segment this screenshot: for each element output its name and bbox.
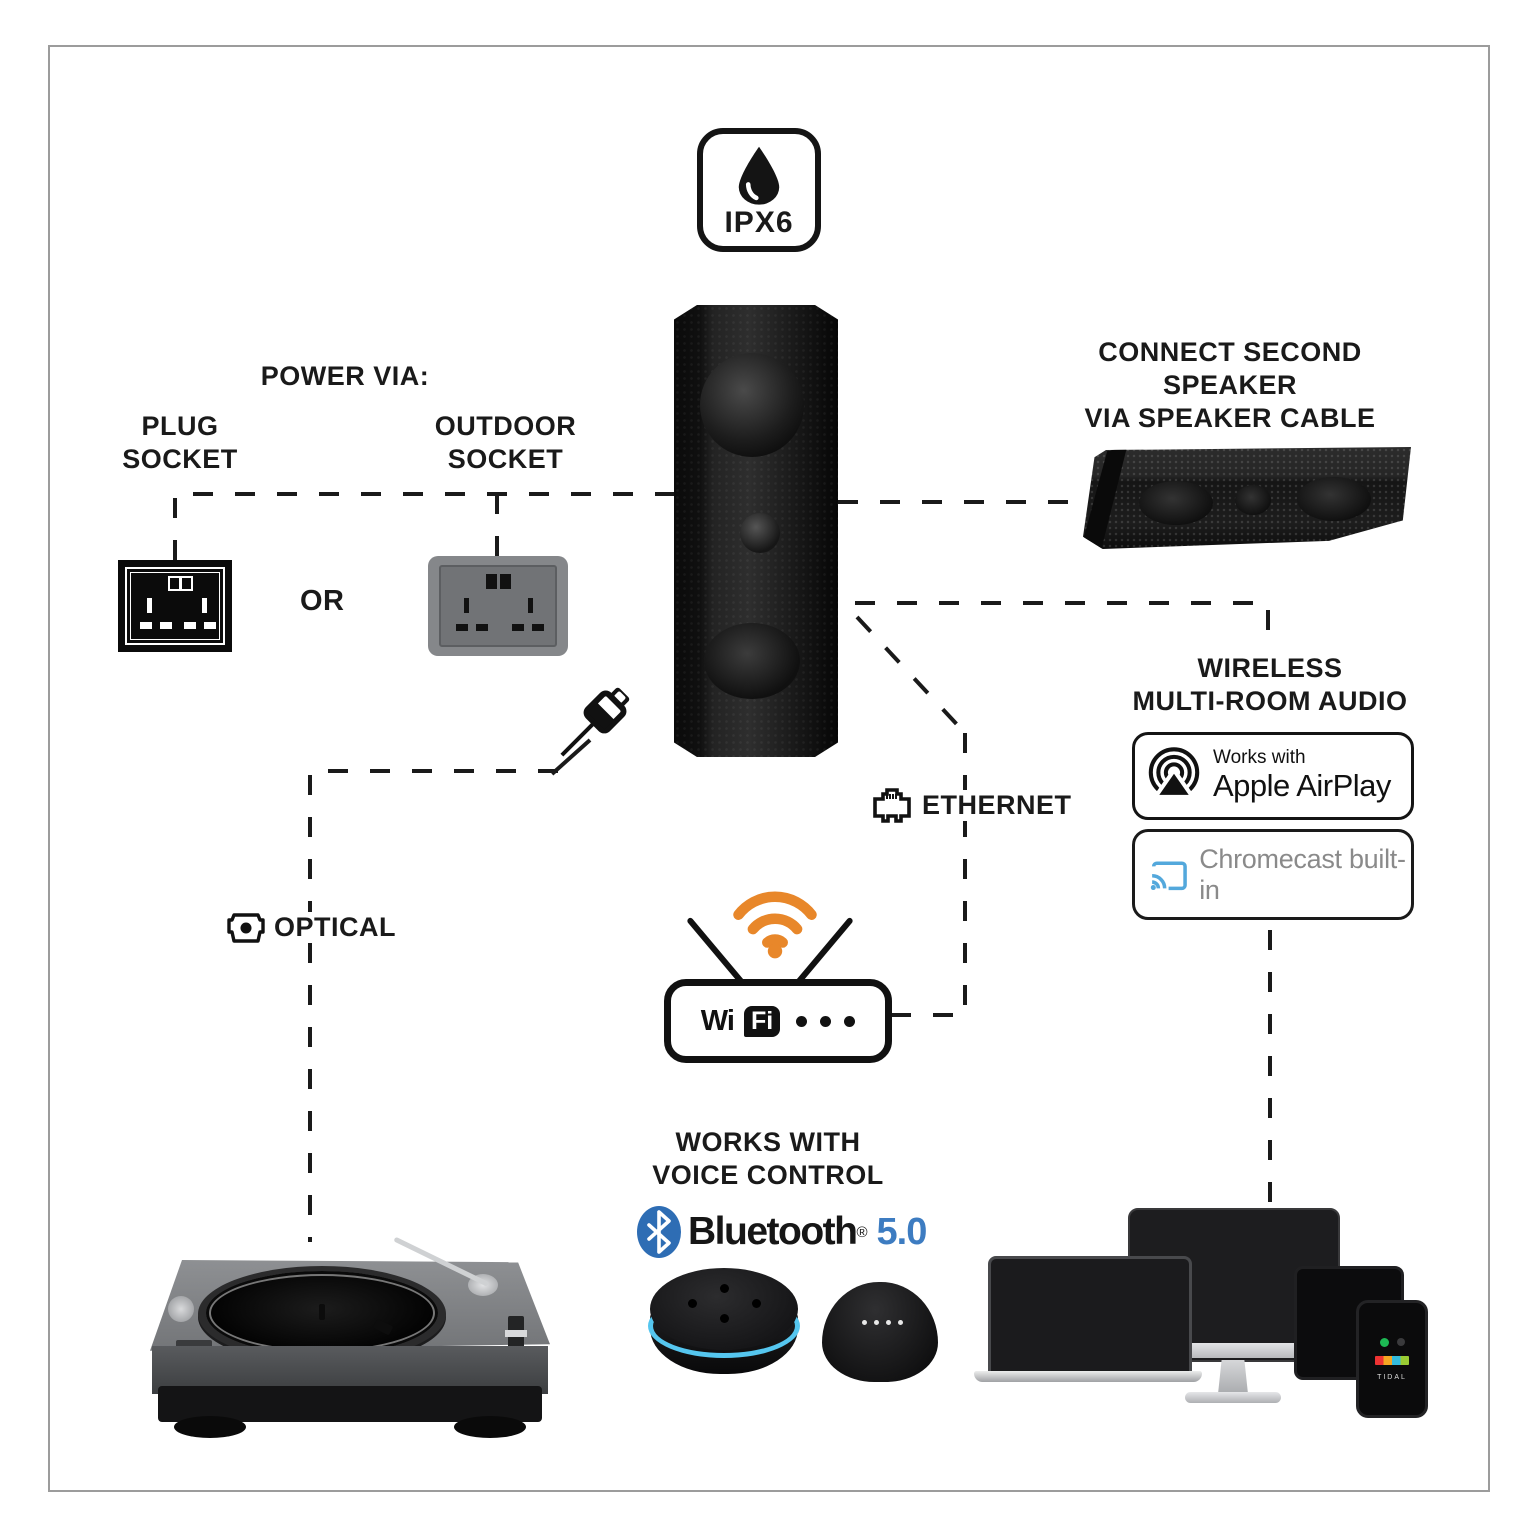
plug-socket-image <box>118 560 232 652</box>
airplay-icon <box>1148 747 1200 799</box>
power-heading: POWER VIA: <box>260 361 430 391</box>
ipx6-label: IPX6 <box>724 206 794 239</box>
optical-label: OPTICAL <box>268 912 402 943</box>
airplay-works-with: Works with <box>1213 746 1306 768</box>
ethernet-port-icon <box>873 788 911 823</box>
bluetooth-lockup: Bluetooth ® 5.0 <box>636 1200 956 1264</box>
echo-dot-image <box>648 1268 800 1390</box>
speaker-driver-bottom <box>704 623 800 699</box>
chromecast-label: Chromecast built-in <box>1199 843 1406 905</box>
bluetooth-wordmark: Bluetooth <box>688 1210 858 1253</box>
speaker-driver-top <box>700 353 804 457</box>
chromecast-badge: Chromecast built-in <box>1132 829 1414 920</box>
airplay-badge: Works with Apple AirPlay <box>1132 732 1414 820</box>
ethernet-label: ETHERNET <box>916 790 1078 821</box>
bluetooth-reg-mark: ® <box>856 1223 868 1241</box>
optical-port-icon <box>227 913 265 943</box>
router-fi-label: Fi <box>743 1005 781 1037</box>
google-home-mini-image <box>822 1282 938 1382</box>
outer-frame <box>48 45 1490 1492</box>
or-label: OR <box>300 585 345 617</box>
streaming-logos <box>1379 1337 1405 1347</box>
second-speaker-heading: CONNECT SECOND SPEAKER VIA SPEAKER CABLE <box>1084 337 1376 433</box>
voice-control-heading: WORKS WITH VOICE CONTROL <box>652 1127 884 1190</box>
second-speaker-image <box>1083 447 1411 549</box>
streaming-logo-bar <box>1375 1355 1409 1365</box>
chromecast-cast-icon <box>1150 860 1187 890</box>
plug-socket-label: PLUG SOCKET <box>122 411 238 474</box>
bluetooth-icon <box>637 1206 681 1258</box>
outdoor-socket-label: OUTDOOR SOCKET <box>434 411 577 474</box>
airplay-name: Apple AirPlay <box>1213 768 1391 804</box>
main-speaker-image <box>674 305 838 757</box>
turntable-image <box>150 1236 550 1443</box>
outdoor-socket-image <box>428 556 568 656</box>
water-drop-icon <box>738 146 780 205</box>
wifi-signal-icon <box>733 891 817 959</box>
tidal-logo: TIDAL <box>1377 1373 1407 1381</box>
router-leds <box>796 1015 856 1027</box>
spotify-icon <box>1379 1337 1389 1347</box>
bluetooth-version: 5.0 <box>876 1210 928 1253</box>
router-wi-label: Wi <box>700 1004 735 1037</box>
speaker-driver-mid <box>740 513 780 553</box>
ipx6-badge: IPX6 <box>697 128 821 252</box>
optical-cable-icon <box>527 658 659 790</box>
laptop-base <box>974 1371 1202 1382</box>
phone-image: TIDAL <box>1356 1300 1428 1418</box>
multiroom-heading: WIRELESS MULTI-ROOM AUDIO <box>1132 653 1408 716</box>
laptop-image <box>988 1256 1192 1371</box>
wifi-router-image: Wi Fi <box>664 979 892 1063</box>
